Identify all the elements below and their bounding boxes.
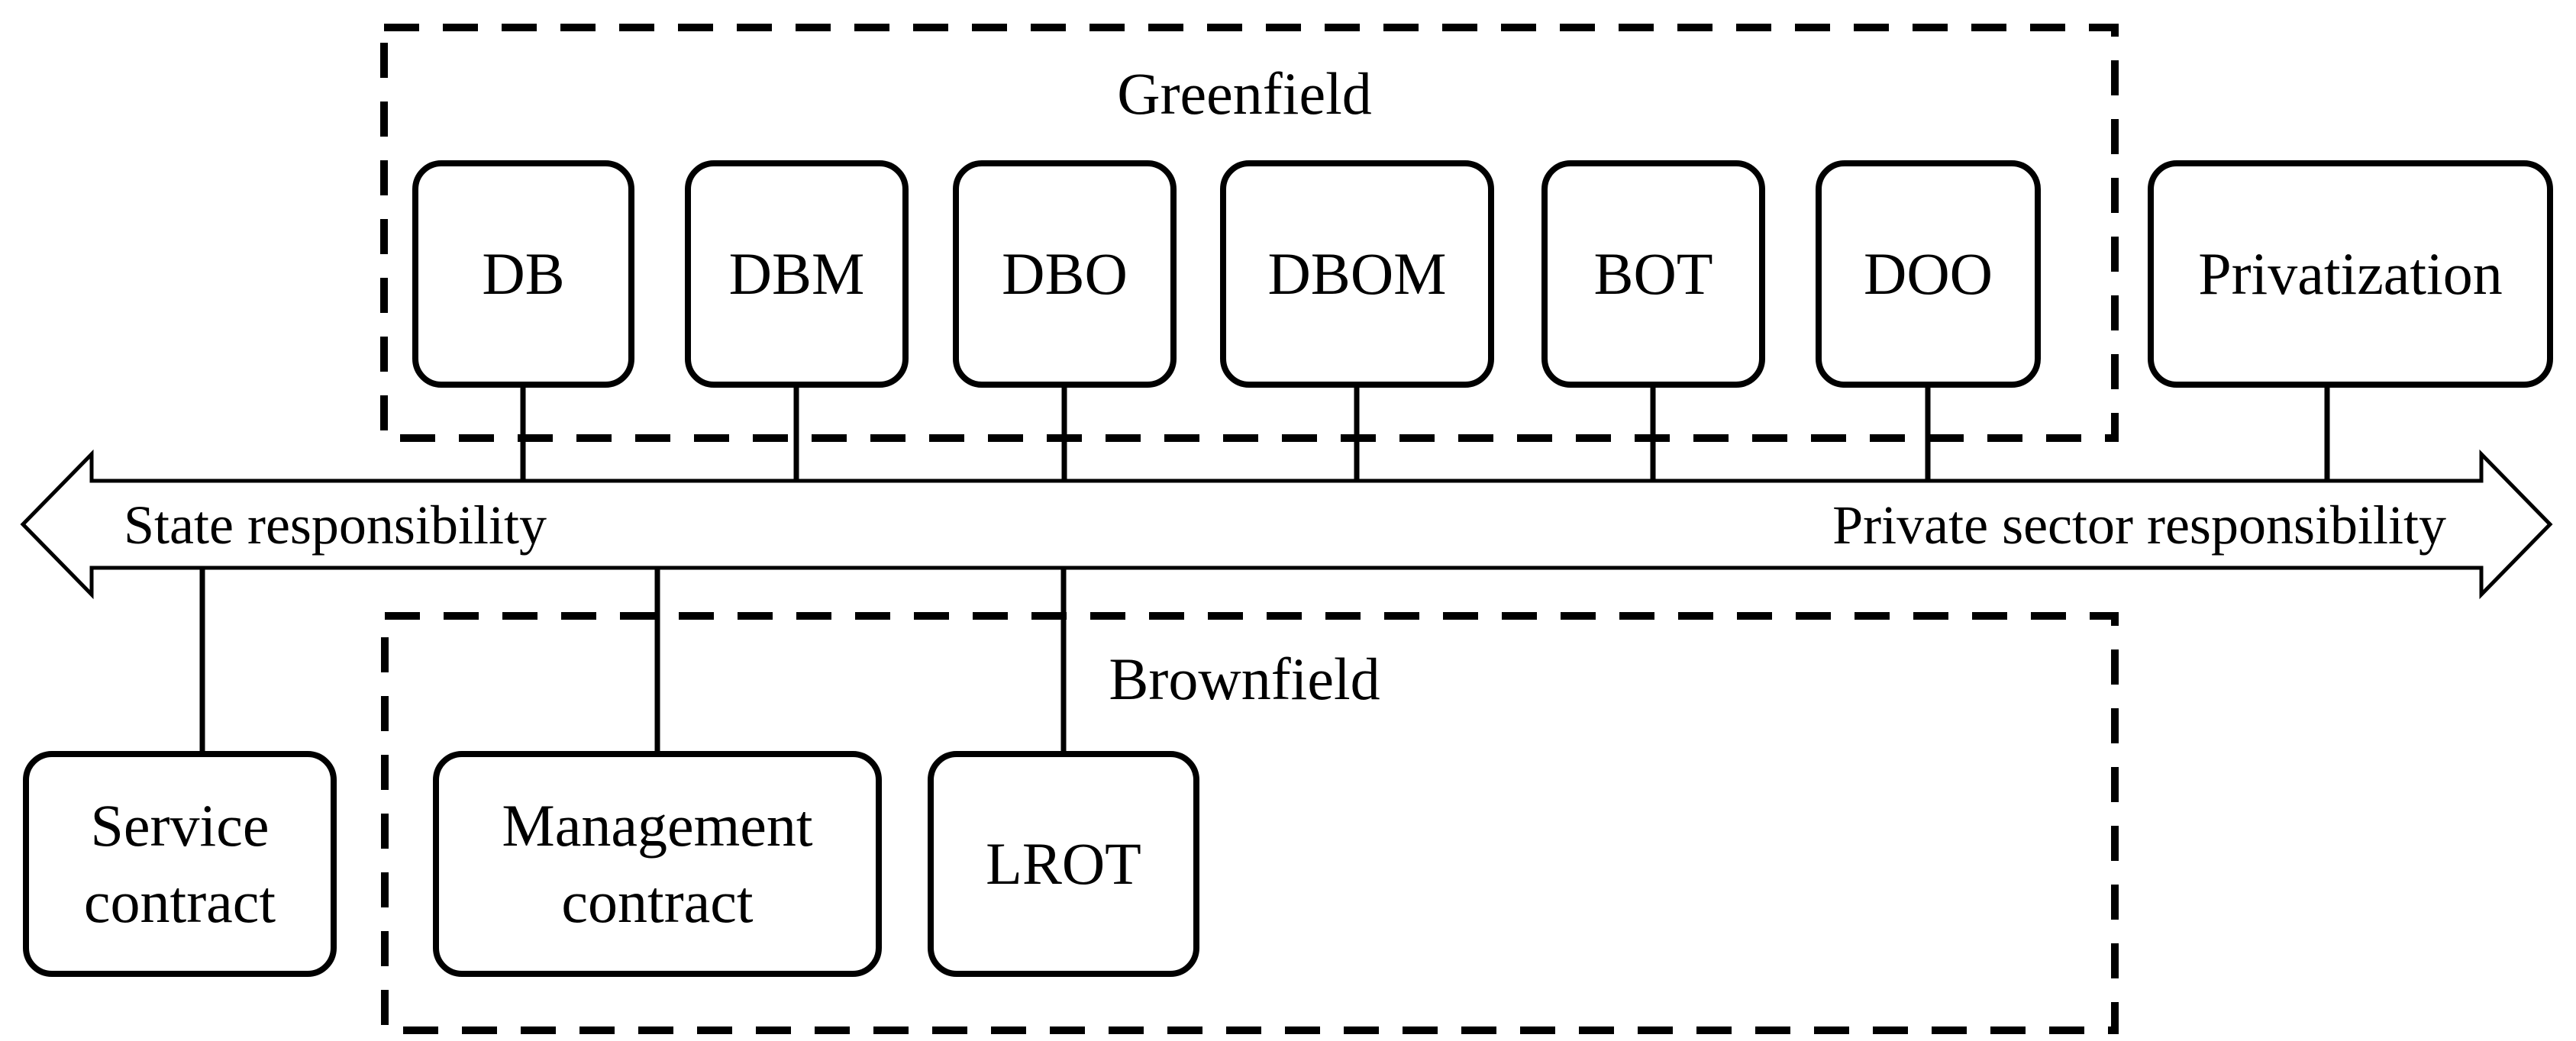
box-service-contract: Service contract — [23, 751, 337, 977]
box-dbom: DBOM — [1220, 160, 1494, 388]
greenfield-dashed-outline — [380, 24, 2119, 442]
box-doo: DOO — [1816, 160, 2041, 388]
axis-label-state-responsibility: State responsibility — [124, 494, 547, 556]
box-dbo: DBO — [953, 160, 1177, 388]
box-management-contract: Management contract — [433, 751, 882, 977]
box-lrot: LROT — [928, 751, 1199, 977]
brownfield-region-label: Brownfield — [1109, 646, 1380, 712]
responsibility-axis-arrow — [20, 449, 2553, 600]
box-privatization: Privatization — [2148, 160, 2553, 388]
brownfield-dashed-outline — [381, 612, 2119, 1034]
box-bot: BOT — [1541, 160, 1765, 388]
greenfield-region-label: Greenfield — [1117, 60, 1372, 127]
box-db: DB — [412, 160, 634, 388]
box-dbm: DBM — [685, 160, 909, 388]
axis-label-private-sector-responsibility: Private sector responsibility — [1832, 494, 2446, 556]
